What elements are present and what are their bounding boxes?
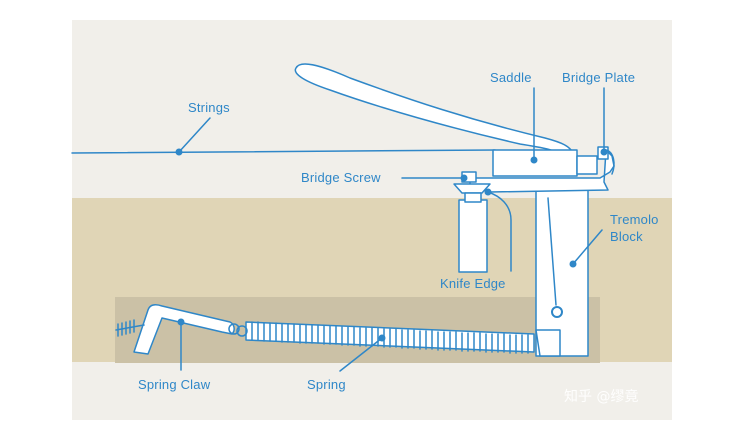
tremolo-block-dot (569, 260, 577, 268)
block-inner-line (547, 197, 557, 306)
saddle-dot (530, 156, 538, 164)
bridge-screw-dot (460, 174, 468, 182)
claw-hook (228, 323, 240, 335)
spring-label: Spring (307, 377, 346, 392)
string-hole (551, 306, 563, 318)
spring-leader (339, 337, 383, 372)
watermark: 知乎 @缪竟 (564, 388, 638, 405)
spring-coils (251, 321, 529, 354)
bridge-post (458, 199, 488, 273)
bridge-plate-dot (600, 148, 608, 156)
knife-edge (453, 183, 491, 194)
bridge-post-neck (464, 192, 482, 203)
knife-edge-label: Knife Edge (440, 276, 506, 291)
strings-label: Strings (188, 100, 230, 115)
tremolo-block-label-line1: Tremolo (610, 212, 659, 227)
block-bottom-lip (535, 329, 561, 357)
saddle-label: Saddle (490, 70, 532, 85)
strings-leader (178, 117, 211, 153)
spring-claw-label: Spring Claw (138, 377, 211, 392)
tremolo-block (535, 189, 589, 357)
claw-screw (115, 319, 145, 337)
spring-claw-dot (177, 318, 185, 326)
strings-dot (175, 148, 183, 156)
tremolo-block-label-line2: Block (610, 229, 643, 244)
tremolo-block-leader (572, 229, 603, 265)
bridge-plate-rear (605, 149, 615, 175)
strings-line (71, 149, 496, 154)
knife-edge-dot (484, 188, 492, 196)
bridge-screw-label: Bridge Screw (301, 170, 381, 185)
spring-dot (378, 334, 386, 342)
saddle-screw (576, 155, 598, 175)
knife-edge-leader (487, 191, 512, 272)
bridge-plate-label: Bridge Plate (562, 70, 635, 85)
spring-end-loop (236, 325, 248, 337)
bottom-background (72, 362, 672, 420)
